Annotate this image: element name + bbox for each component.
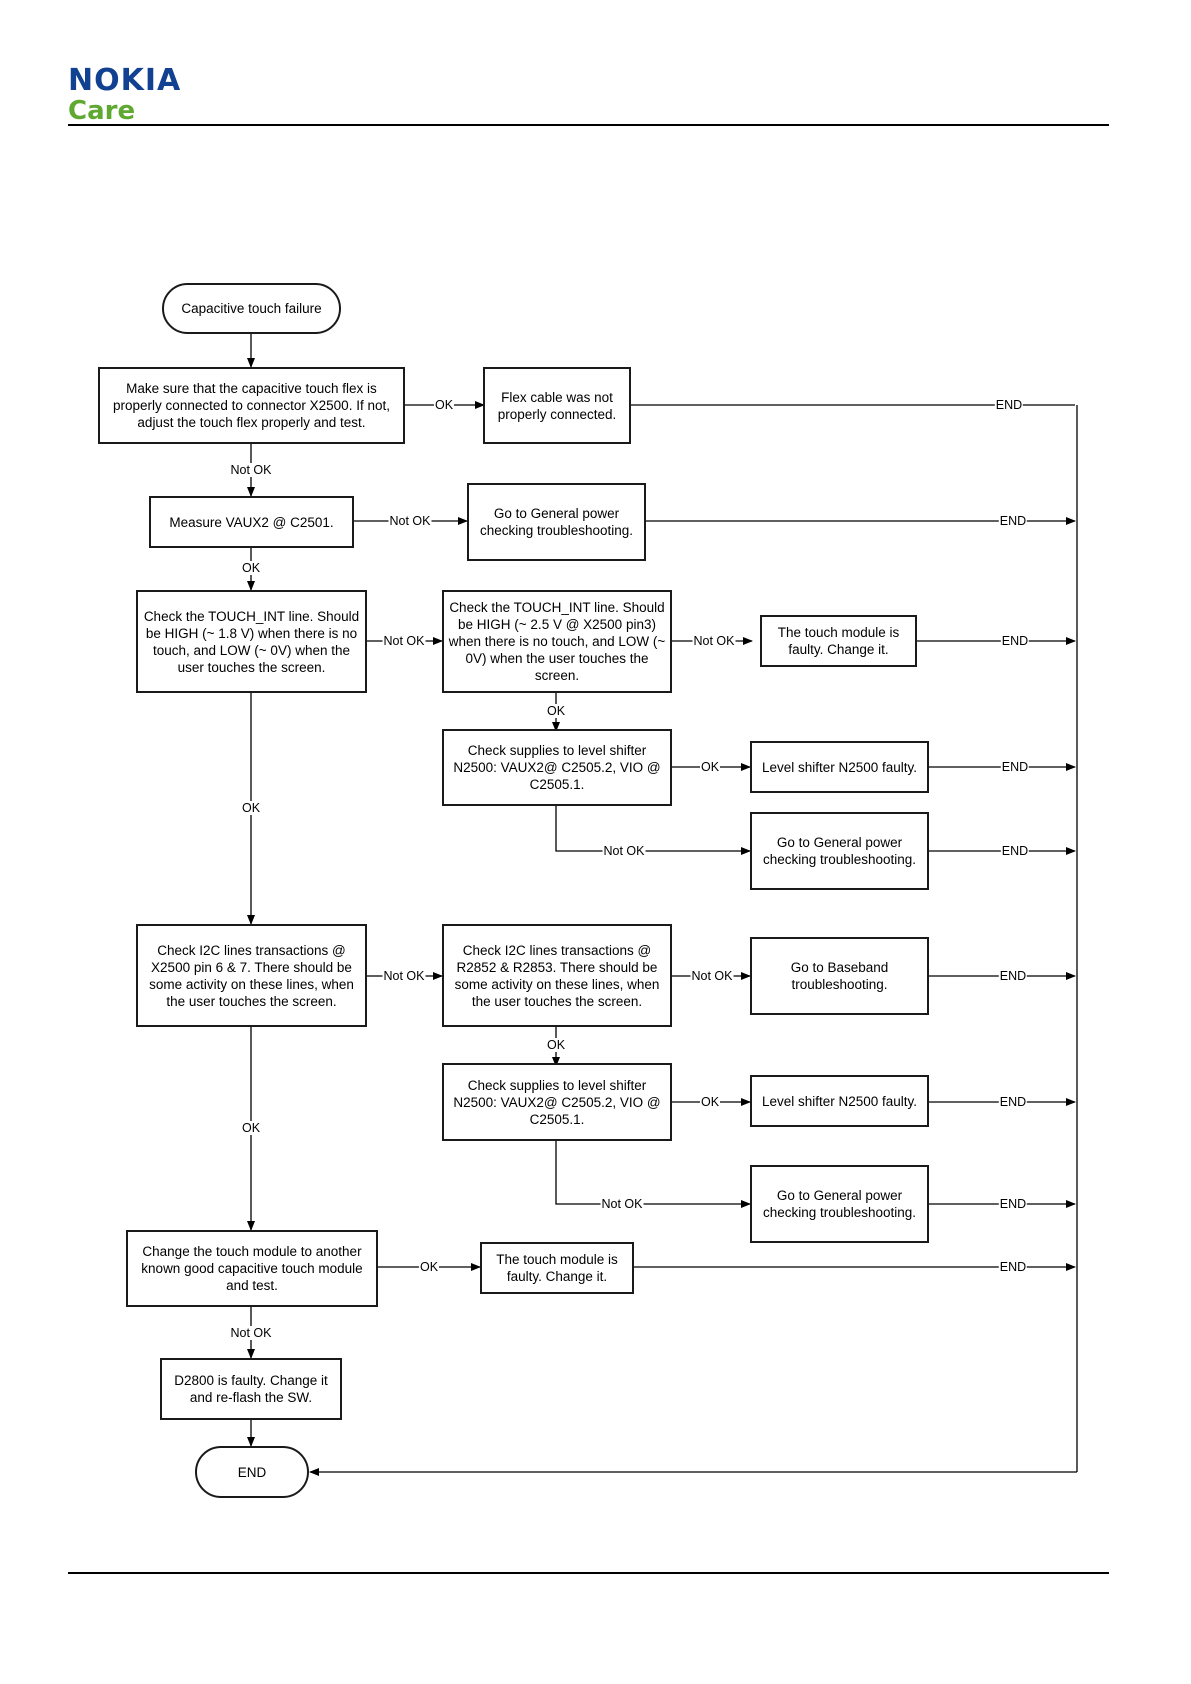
nokia-care-logo: NOKIA Care — [68, 63, 182, 127]
label-ok: OK — [240, 1121, 262, 1135]
label-end: END — [998, 969, 1028, 983]
label-ok: OK — [545, 1038, 567, 1052]
label-not-ok: Not OK — [229, 463, 273, 477]
logo-brand-name: NOKIA — [68, 63, 182, 98]
header-rule — [68, 124, 1109, 126]
label-end: END — [998, 1095, 1028, 1109]
measure-vaux2-box: Measure VAUX2 @ C2501. — [149, 496, 354, 548]
label-not-ok: Not OK — [600, 1197, 644, 1211]
edge-supplies1-notok — [555, 806, 751, 855]
label-not-ok: Not OK — [229, 1326, 273, 1340]
label-ok: OK — [699, 760, 721, 774]
label-end: END — [1000, 634, 1030, 648]
footer-rule — [68, 1572, 1109, 1574]
label-not-ok: Not OK — [602, 844, 646, 858]
check-supplies-box-1: Check supplies to level shifter N2500: V… — [442, 729, 672, 806]
label-ok: OK — [433, 398, 455, 412]
label-ok: OK — [240, 561, 262, 575]
start-terminal: Capacitive touch failure — [162, 283, 341, 334]
label-not-ok: Not OK — [692, 634, 736, 648]
edge-supplies2-notok — [555, 1141, 751, 1208]
label-not-ok: Not OK — [382, 634, 426, 648]
baseband-box: Go to Baseband troubleshooting. — [750, 937, 929, 1015]
d2800-faulty-box: D2800 is faulty. Change it and re-flash … — [160, 1358, 342, 1420]
label-end: END — [998, 1197, 1028, 1211]
general-power-box-1: Go to General power checking troubleshoo… — [467, 483, 646, 561]
check-supplies-box-2: Check supplies to level shifter N2500: V… — [442, 1063, 672, 1141]
flex-not-connected-box: Flex cable was not properly connected. — [483, 367, 631, 444]
change-module-box: Change the touch module to another known… — [126, 1230, 378, 1307]
label-not-ok: Not OK — [382, 969, 426, 983]
level-shifter-faulty-box-1: Level shifter N2500 faulty. — [750, 741, 929, 793]
check-i2c-box-1: Check I2C lines transactions @ X2500 pin… — [136, 924, 367, 1027]
label-end: END — [1000, 844, 1030, 858]
level-shifter-faulty-box-2: Level shifter N2500 faulty. — [750, 1075, 929, 1127]
check-flex-box: Make sure that the capacitive touch flex… — [98, 367, 405, 444]
touch-module-faulty-box-1: The touch module is faulty. Change it. — [760, 615, 917, 667]
check-touch-int-box-2: Check the TOUCH_INT line. Should be HIGH… — [442, 590, 672, 693]
touch-module-faulty-box-2: The touch module is faulty. Change it. — [480, 1242, 634, 1294]
label-not-ok: Not OK — [388, 514, 432, 528]
label-ok: OK — [240, 801, 262, 815]
label-end: END — [1000, 760, 1030, 774]
general-power-box-2: Go to General power checking troubleshoo… — [750, 812, 929, 890]
check-i2c-box-2: Check I2C lines transactions @ R2852 & R… — [442, 924, 672, 1027]
label-ok: OK — [418, 1260, 440, 1274]
end-terminal: END — [195, 1446, 309, 1498]
label-end: END — [994, 398, 1024, 412]
general-power-box-3: Go to General power checking troubleshoo… — [750, 1165, 929, 1243]
check-touch-int-box: Check the TOUCH_INT line. Should be HIGH… — [136, 590, 367, 693]
label-ok: OK — [699, 1095, 721, 1109]
label-not-ok: Not OK — [690, 969, 734, 983]
logo-brand-sub: Care — [68, 96, 136, 126]
label-ok: OK — [545, 704, 567, 718]
label-end: END — [998, 514, 1028, 528]
label-end: END — [998, 1260, 1028, 1274]
